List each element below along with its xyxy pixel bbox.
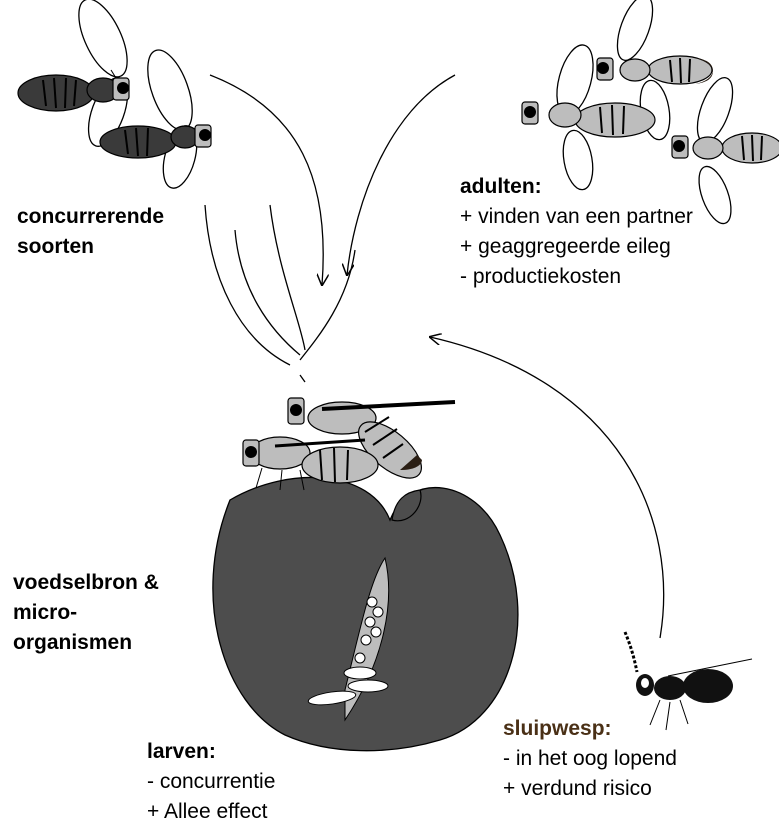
competitors-label: concurrerende soorten: [17, 202, 164, 262]
parasitoid-title: sluipwesp:: [503, 714, 677, 744]
parasitoid-label: sluipwesp: - in het oog lopend + verdund…: [503, 714, 677, 804]
competitors-line2: soorten: [17, 232, 164, 262]
parasitoid-item: + verdund risico: [503, 774, 677, 804]
larvae-item: + Allee effect: [147, 797, 275, 827]
adults-title: adulten:: [460, 172, 693, 202]
larvae-title: larven:: [147, 737, 275, 767]
adult-trail-2: [300, 375, 305, 382]
adults-label: adulten: + vinden van een partner + geag…: [460, 172, 693, 292]
competitors-line1: concurrerende: [17, 202, 164, 232]
competitor-trail-2: [235, 230, 300, 355]
adults-item: + geaggregeerde eileg: [460, 232, 693, 262]
food-line1: voedselbron &: [13, 568, 159, 598]
parasitoid-item: - in het oog lopend: [503, 744, 677, 774]
adults-item: - productiekosten: [460, 262, 693, 292]
adults-item: + vinden van een partner: [460, 202, 693, 232]
larvae-label: larven: - concurrentie + Allee effect: [147, 737, 275, 827]
food-line2: micro-: [13, 598, 159, 628]
larvae-item: - concurrentie: [147, 767, 275, 797]
food-label: voedselbron & micro- organismen: [13, 568, 159, 658]
competitor-arrow: [210, 75, 323, 285]
competitor-trail-3: [270, 205, 305, 350]
adult-trail-1: [300, 250, 355, 360]
fruit-icon: [213, 477, 518, 750]
food-line3: organismen: [13, 628, 159, 658]
adult-arrow: [347, 75, 455, 275]
